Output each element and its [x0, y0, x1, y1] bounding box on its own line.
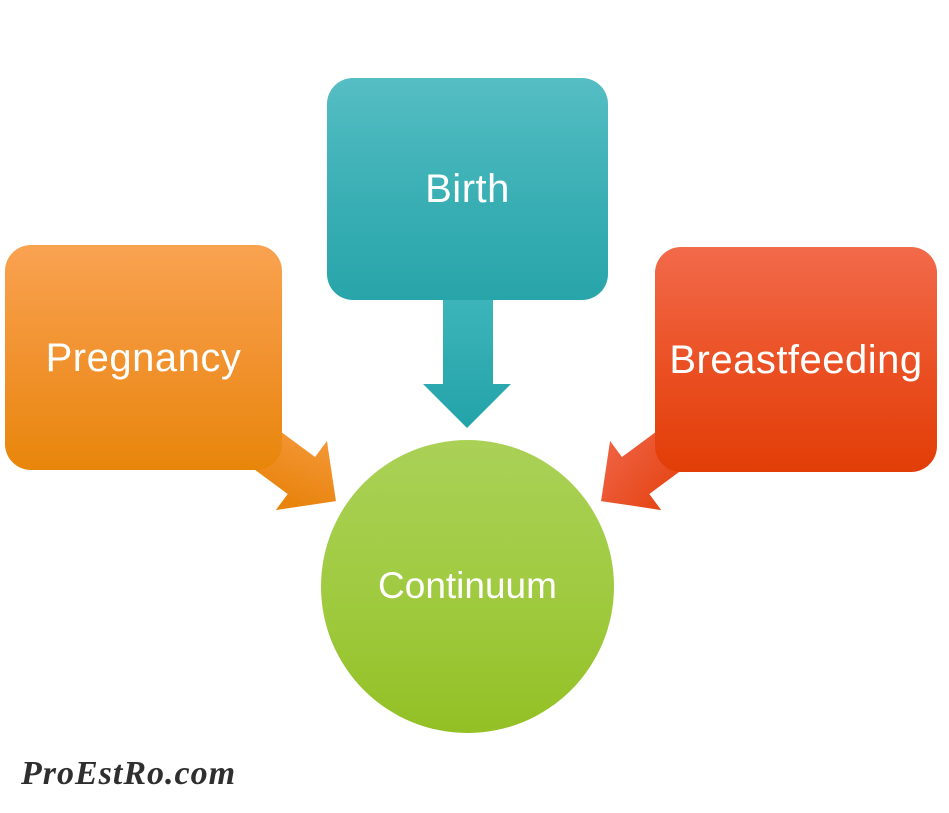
node-continuum-label: Continuum	[378, 565, 557, 607]
node-breastfeeding-label: Breastfeeding	[669, 337, 923, 382]
node-birth-label: Birth	[425, 167, 510, 211]
node-continuum: Continuum	[321, 440, 614, 733]
node-pregnancy-label: Pregnancy	[45, 335, 242, 380]
node-breastfeeding: Breastfeeding	[655, 247, 937, 472]
node-pregnancy: Pregnancy	[5, 245, 282, 470]
watermark-text: ProEstRo.com	[21, 755, 237, 792]
node-birth: Birth	[327, 78, 608, 300]
arrow-birth-to-continuum	[423, 296, 511, 428]
